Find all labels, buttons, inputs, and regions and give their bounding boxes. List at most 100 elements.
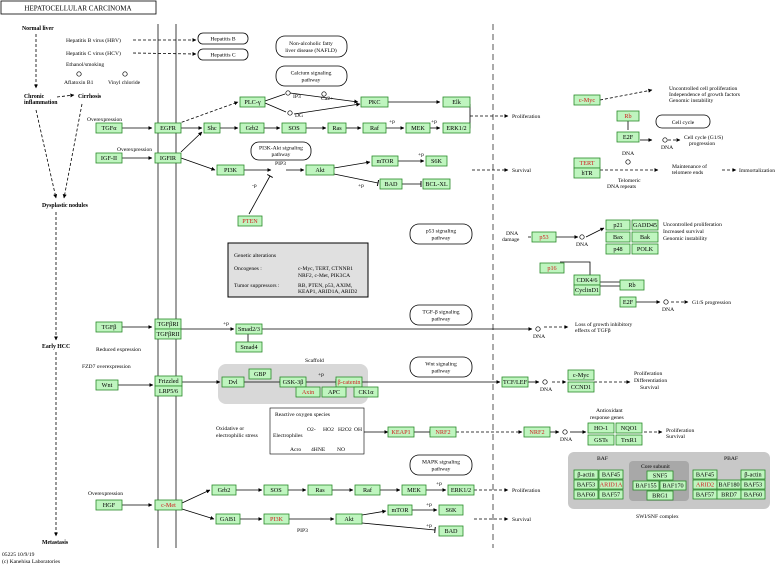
- gene-ccnd1[interactable]: CCND1: [567, 381, 595, 393]
- gene-cdk46[interactable]: CDK4/6: [573, 274, 601, 286]
- gene-pbaf-brd7[interactable]: BRD7: [716, 489, 742, 500]
- gene-rb-bottom[interactable]: Rb: [619, 279, 645, 291]
- gene-raf-met[interactable]: Raf: [354, 484, 381, 496]
- gene-hgf[interactable]: HGF: [95, 499, 123, 511]
- gene-beta-catenin[interactable]: β-catenin: [335, 376, 363, 388]
- pathway-cell-cycle[interactable]: Cell cycle: [655, 114, 711, 129]
- gene-trxr1[interactable]: TrxR1: [615, 434, 643, 446]
- gene-ho1[interactable]: HO-1: [587, 422, 615, 434]
- gene-c-met[interactable]: c-Met: [154, 499, 183, 511]
- gene-dvl[interactable]: Dvl: [221, 376, 245, 388]
- pathway-p53[interactable]: p53 signaling pathway: [409, 223, 473, 245]
- gene-gbp[interactable]: GBP: [248, 368, 272, 380]
- gene-pkc[interactable]: PKC: [360, 96, 389, 108]
- gene-tgf-beta[interactable]: TGFβ: [95, 321, 123, 333]
- gene-pbaf-baf57[interactable]: BAF57: [692, 489, 718, 500]
- gene-sos-met[interactable]: SOS: [263, 484, 289, 496]
- gene-ck1a[interactable]: CK1α: [353, 386, 379, 398]
- gene-pbaf-arid2[interactable]: ARID2: [692, 479, 718, 490]
- gene-baf-baf45[interactable]: BAF45: [598, 469, 624, 480]
- gene-tert[interactable]: TERT: [573, 157, 601, 169]
- gene-s6k[interactable]: S6K: [425, 155, 448, 167]
- gene-core-baf170[interactable]: BAF170: [659, 480, 687, 491]
- gene-p16[interactable]: p16: [539, 262, 565, 274]
- gene-mek[interactable]: MEK: [405, 122, 431, 134]
- gene-grb2[interactable]: Grb2: [239, 122, 265, 134]
- gene-elk[interactable]: Elk: [442, 96, 471, 108]
- gene-gsts[interactable]: GSTs: [587, 434, 615, 446]
- gene-core-brg1[interactable]: BRG1: [646, 490, 674, 501]
- gene-baf-baf57[interactable]: BAF57: [598, 489, 624, 500]
- gene-p53[interactable]: p53: [531, 231, 557, 243]
- pathway-tgf-beta[interactable]: TGF-β signaling pathway: [409, 304, 473, 326]
- gene-baf-arid1a[interactable]: ARID1A: [598, 479, 624, 490]
- gene-frizzled[interactable]: Frizzled: [154, 375, 183, 387]
- gene-pi3k-met[interactable]: PI3K: [263, 513, 290, 525]
- gene-tgf-beta-ri[interactable]: TGFβRI: [154, 318, 182, 330]
- gene-core-snf5[interactable]: SNF5: [646, 470, 674, 481]
- gene-akt[interactable]: Akt: [305, 164, 335, 176]
- pathway-hepatitis-b[interactable]: Hepatitis B: [197, 32, 249, 45]
- gene-raf[interactable]: Raf: [362, 122, 387, 134]
- pathway-wnt[interactable]: Wnt signaling pathway: [409, 356, 473, 378]
- gene-e2f-bottom[interactable]: E2F: [619, 296, 637, 308]
- gene-bax[interactable]: Bax: [605, 231, 631, 243]
- gene-pbaf-baf180[interactable]: BAF180: [716, 479, 742, 490]
- gene-htr[interactable]: hTR: [573, 167, 601, 179]
- gene-mtor-met[interactable]: mTOR: [387, 504, 413, 516]
- gene-polk[interactable]: POLK: [631, 243, 659, 255]
- gene-smad23[interactable]: Smad2/3: [235, 323, 263, 335]
- gene-akt-met[interactable]: Akt: [335, 513, 363, 525]
- gene-mtor[interactable]: mTOR: [371, 155, 399, 167]
- gene-sos[interactable]: SOS: [281, 122, 307, 134]
- gene-plc-gamma[interactable]: PLC-γ: [239, 96, 266, 108]
- gene-baf-baf53[interactable]: BAF53: [573, 479, 599, 490]
- gene-tgf-beta-rii[interactable]: TGFβRII: [154, 328, 182, 340]
- gene-erk-met[interactable]: ERK1/2: [447, 484, 475, 496]
- gene-igfir[interactable]: IGFIR: [154, 152, 182, 164]
- gene-c-myc-top[interactable]: c-Myc: [573, 94, 601, 106]
- gene-gab1[interactable]: GAB1: [215, 513, 241, 525]
- gene-igf-ii[interactable]: IGF-II: [95, 152, 123, 164]
- gene-grb2-met[interactable]: Grb2: [211, 484, 237, 496]
- gene-c-myc-wnt[interactable]: c-Myc: [567, 369, 595, 381]
- gene-keap1[interactable]: KEAP1: [387, 426, 415, 438]
- gene-mek-met[interactable]: MEK: [401, 484, 427, 496]
- gene-cyclind1[interactable]: CyclinD1: [573, 284, 601, 296]
- gene-gadd45[interactable]: GADD45: [631, 219, 659, 231]
- gene-lrp56[interactable]: LRP5/6: [154, 385, 183, 397]
- gene-core-baf155[interactable]: BAF155: [632, 480, 660, 491]
- gene-shc[interactable]: Shc: [203, 122, 221, 134]
- pathway-nafld[interactable]: Non-alcoholic fatty liver disease (NAFLD…: [275, 35, 348, 58]
- gene-baf-baf60[interactable]: BAF60: [573, 489, 599, 500]
- gene-pbaf-baf45[interactable]: BAF45: [692, 469, 718, 480]
- gene-e2f-top[interactable]: E2F: [616, 131, 640, 143]
- gene-rb-top[interactable]: Rb: [616, 110, 640, 122]
- gene-baf-beta-actin[interactable]: β-actin: [573, 469, 599, 480]
- gene-nqo1[interactable]: NQO1: [615, 422, 643, 434]
- pathway-calcium[interactable]: Calcium signaling pathway: [275, 65, 348, 87]
- gene-tcf-lef[interactable]: TCF/LEF: [501, 376, 529, 388]
- gene-gsk3b[interactable]: GSK-3β: [279, 376, 307, 388]
- gene-p48[interactable]: p48: [605, 243, 631, 255]
- gene-apc[interactable]: APC: [321, 386, 347, 398]
- gene-nrf2-cyto[interactable]: NRF2: [429, 426, 457, 438]
- gene-egfr[interactable]: EGFR: [154, 122, 182, 134]
- gene-pbaf-baf60[interactable]: BAF60: [740, 489, 766, 500]
- gene-bad-met[interactable]: BAD: [438, 525, 464, 537]
- gene-smad4[interactable]: Smad4: [235, 341, 263, 353]
- pathway-hepatitis-c[interactable]: Hepatitis C: [197, 48, 249, 61]
- gene-bad[interactable]: BAD: [379, 178, 403, 190]
- gene-p21[interactable]: p21: [605, 219, 631, 231]
- gene-bcl-xl[interactable]: BCL-XL: [422, 178, 451, 190]
- gene-s6k-met[interactable]: S6K: [438, 504, 464, 516]
- gene-bak[interactable]: Bak: [631, 231, 659, 243]
- pathway-mapk[interactable]: MAPK signaling pathway: [409, 454, 473, 476]
- gene-pbaf-baf53[interactable]: BAF53: [740, 479, 766, 490]
- gene-ras[interactable]: Ras: [327, 122, 347, 134]
- gene-tgfa[interactable]: TGFα: [95, 122, 123, 134]
- gene-pten[interactable]: PTEN: [237, 215, 263, 227]
- gene-pbaf-beta-actin[interactable]: β-actin: [740, 469, 766, 480]
- gene-pi3k[interactable]: PI3K: [216, 164, 245, 176]
- gene-erk[interactable]: ERK1/2: [442, 122, 471, 134]
